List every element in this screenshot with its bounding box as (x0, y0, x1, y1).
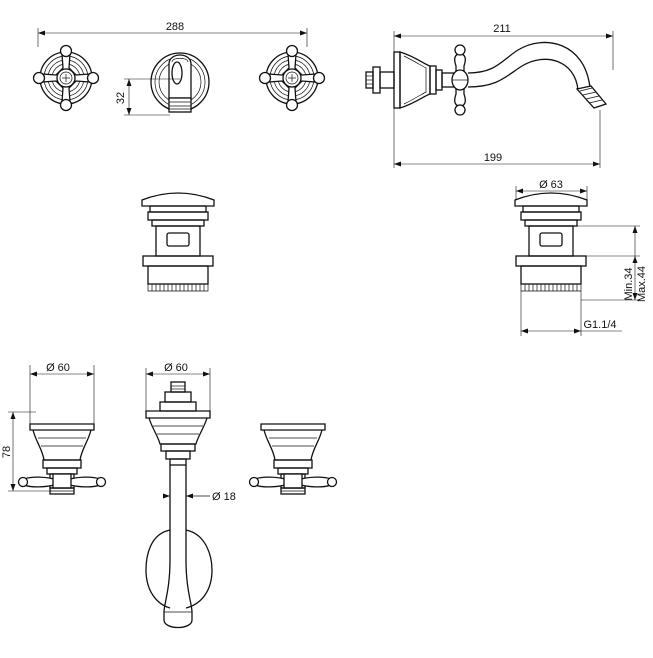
dimension-handle-height: 32 (115, 92, 127, 104)
dimension-spout-projection: 199 (484, 152, 502, 164)
side-view-spout: 211 199 (365, 23, 614, 168)
dimension-spout-length: 211 (493, 23, 511, 35)
dimension-valve-height: 78 (1, 446, 13, 458)
cross-handle-right (258, 44, 326, 112)
valve-side-view-left: Ø 60 78 (1, 362, 107, 495)
dimension-waste-thread: G1.1/4 (583, 319, 616, 331)
valve-side-view-right (248, 423, 338, 495)
front-view-handles: 288 32 (32, 21, 326, 116)
dimension-waste-max: Max.44 (636, 266, 648, 302)
dimension-valve-diameter-left: Ø 60 (46, 362, 70, 374)
waste-fitting-left (141, 192, 215, 292)
dimension-pipe-diameter: Ø 18 (212, 491, 236, 503)
cross-handle-left (32, 44, 100, 112)
dimension-waste-diameter: Ø 63 (539, 179, 563, 191)
waste-fitting-right: Ø 63 Min.34 Max.44 G1.1/4 (514, 179, 648, 336)
dimension-valve-diameter-center: Ø 60 (164, 362, 188, 374)
spout-body-side-view: Ø 18 Ø 60 (145, 362, 236, 629)
dimension-waste-min: Min.34 (623, 267, 635, 300)
dimension-total-width: 288 (166, 21, 184, 33)
spout-front-view (150, 52, 210, 113)
